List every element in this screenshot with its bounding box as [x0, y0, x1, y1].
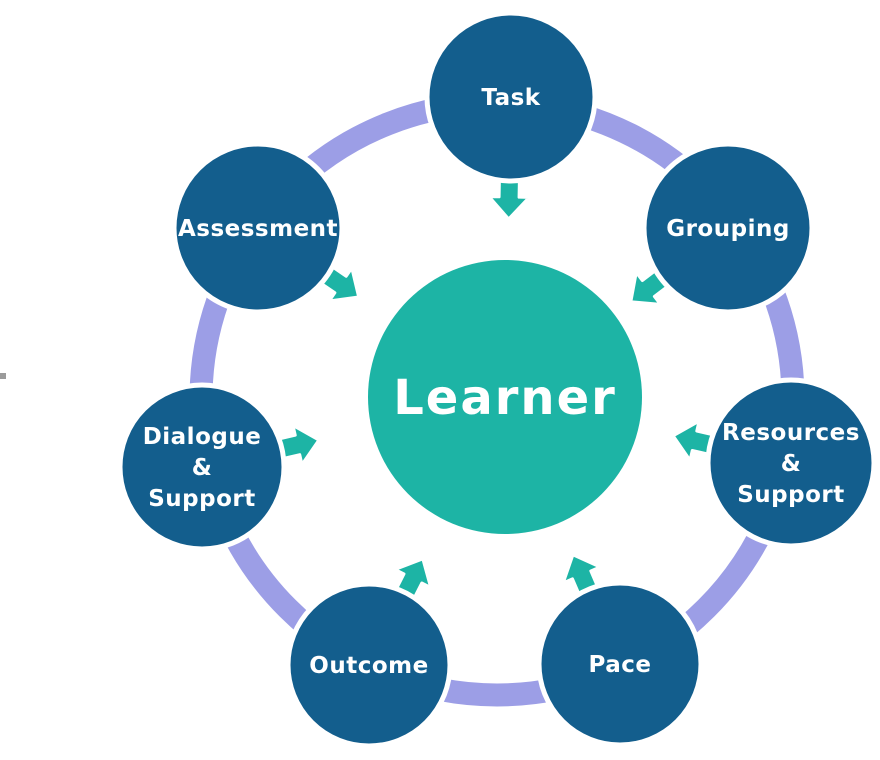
node-outcome: Outcome — [285, 581, 453, 749]
node-task-label: Task — [481, 85, 540, 111]
node-dialogue-support-label: Dialogue&Support — [143, 424, 262, 512]
node-grouping-label: Grouping — [666, 216, 790, 242]
node-assessment: Assessment — [171, 141, 345, 315]
node-pace: Pace — [536, 580, 704, 748]
node-learner-label: Learner — [393, 370, 617, 426]
node-learner: Learner — [368, 260, 642, 534]
node-dialogue-support: Dialogue&Support — [117, 382, 287, 552]
node-assessment-label: Assessment — [178, 216, 338, 242]
node-resources-support-label: Resources&Support — [722, 420, 860, 508]
node-outcome-label: Outcome — [309, 653, 428, 679]
node-task: Task — [424, 10, 598, 184]
node-pace-label: Pace — [589, 652, 652, 678]
node-resources-support: Resources&Support — [705, 377, 877, 549]
node-grouping: Grouping — [641, 141, 815, 315]
stray-mark — [0, 373, 6, 379]
